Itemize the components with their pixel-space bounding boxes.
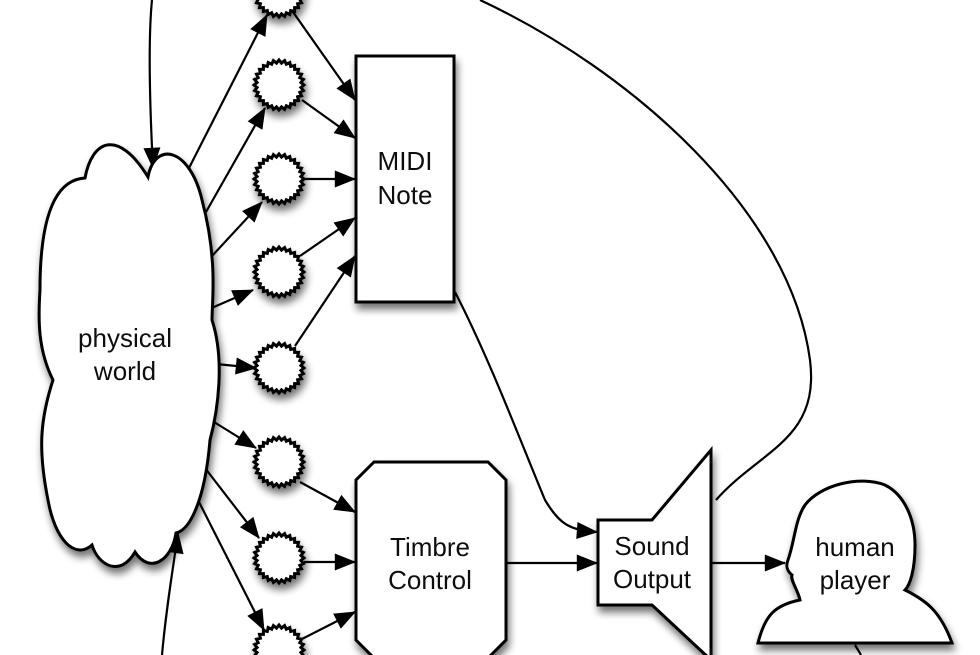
node-human-player-label-line-1: human	[815, 532, 895, 562]
edge-midi-note-to-sound-output	[454, 291, 599, 539]
node-sound-output[interactable]: Sound Output	[596, 445, 713, 655]
node-physical-world-label-line-2: world	[93, 356, 156, 386]
node-sound-output-label-line-1: Sound	[614, 531, 689, 561]
edge-sensor-2-to-midi-note	[301, 99, 356, 139]
edge-sensor-6-to-timbre-control	[299, 481, 356, 513]
edge-human-player-to-physical-world	[160, 531, 184, 655]
sound-output-speaker	[596, 445, 713, 655]
sensor-node-2[interactable]	[251, 57, 307, 113]
timbre-control-box	[354, 460, 508, 655]
edge-physical-world-to-sensor-4	[206, 288, 254, 312]
node-physical-world[interactable]: physical world	[37, 143, 221, 568]
node-timbre-control[interactable]: Timbre Control	[354, 460, 508, 655]
edge-sensor-5-to-midi-note	[294, 255, 356, 347]
edge-physical-world-to-sensor-7	[204, 467, 260, 539]
node-midi-note-label-line-2: Note	[378, 180, 433, 210]
edges-layer	[143, 0, 862, 655]
node-physical-world-label-line-1: physical	[78, 323, 172, 353]
sensors-group	[251, 0, 307, 655]
edge-human-player-bottom	[854, 644, 862, 655]
node-midi-note-label-line-1: MIDI	[378, 146, 433, 176]
sensor-node-3[interactable]	[251, 151, 307, 207]
node-human-player[interactable]: human player	[756, 479, 955, 645]
node-sound-output-label-line-2: Output	[613, 564, 692, 594]
node-midi-note[interactable]: MIDI Note	[354, 54, 456, 304]
node-timbre-control-label-line-1: Timbre	[390, 532, 470, 562]
sensor-node-6[interactable]	[251, 434, 307, 490]
edge-physical-world-to-sensor-3	[211, 201, 263, 257]
sensor-node-1[interactable]	[254, 0, 304, 20]
cloud-shape	[37, 143, 221, 568]
shapes-layer: physical world MIDI Note Timbre Control …	[37, 0, 955, 655]
edge-sensor-8-to-timbre-control	[299, 611, 356, 641]
node-timbre-control-label-line-2: Control	[388, 565, 472, 595]
edge-sound-output-to-physical-world	[479, 0, 813, 501]
sensor-node-8[interactable]	[251, 622, 307, 655]
edge-physical-world-to-sensor-2	[205, 107, 266, 213]
edge-physical-world-to-sensor-5	[215, 357, 258, 375]
sensor-node-5[interactable]	[251, 340, 307, 396]
edge-sensor-1-to-midi-note	[292, 11, 356, 101]
node-human-player-label-line-2: player	[820, 565, 891, 595]
edge-top-into-physical-world	[143, 0, 161, 170]
midi-note-box	[354, 54, 456, 304]
edge-physical-world-to-sensor-8	[197, 499, 265, 631]
edge-physical-world-to-sensor-6	[213, 421, 257, 449]
edge-physical-world-to-sensor-1	[188, 14, 268, 169]
edge-sensor-4-to-midi-note	[299, 217, 356, 257]
human-player-silhouette	[756, 479, 955, 645]
sensor-node-7[interactable]	[251, 530, 307, 586]
sensor-node-4[interactable]	[251, 244, 307, 300]
